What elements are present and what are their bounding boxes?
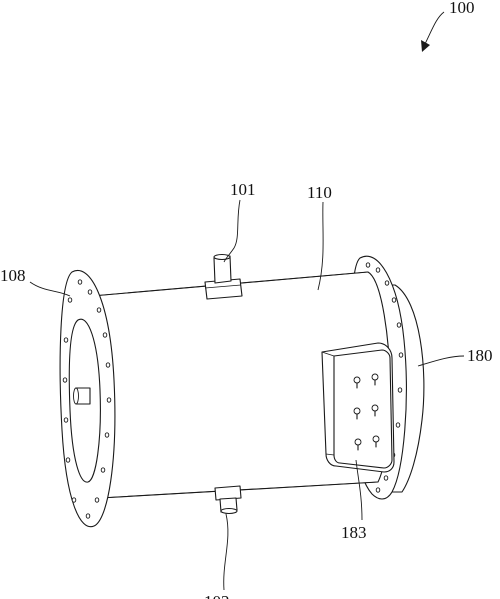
bolt-icon: [371, 373, 379, 386]
bolt-icon: [371, 404, 379, 417]
leader-108: [29, 281, 71, 297]
bottom-port-base: [214, 485, 242, 501]
side-box: [321, 342, 395, 473]
side-box-face: [333, 349, 393, 469]
bolt-icon: [372, 435, 380, 448]
leader-100: [423, 11, 445, 47]
label-108: 108: [0, 266, 26, 285]
bottom-port: [214, 485, 242, 515]
label-180: 180: [467, 346, 493, 365]
bolt-icon: [353, 407, 361, 420]
label-102: 102: [204, 592, 230, 599]
left-center-boss-face: [73, 387, 79, 405]
label-183: 183: [341, 523, 367, 542]
assembly-reference: 100: [421, 0, 475, 52]
arrowhead-100-icon: [421, 40, 430, 52]
bottom-port-cap: [220, 507, 238, 515]
label-110: 110: [307, 183, 332, 202]
bolt-icon: [354, 438, 362, 451]
side-box-bolts: [353, 373, 380, 451]
top-port: [204, 253, 243, 300]
label-100: 100: [449, 0, 475, 17]
label-101: 101: [230, 180, 256, 199]
bolt-icon: [353, 376, 361, 389]
leader-180: [417, 355, 465, 367]
leader-102: [223, 513, 229, 591]
leader-101: [223, 199, 241, 263]
left-flange: [59, 269, 116, 528]
leader-110: [317, 201, 324, 291]
left-flange-bolt-holes: [62, 279, 112, 519]
leader-183: [355, 459, 363, 521]
top-port-stem: [213, 255, 232, 284]
